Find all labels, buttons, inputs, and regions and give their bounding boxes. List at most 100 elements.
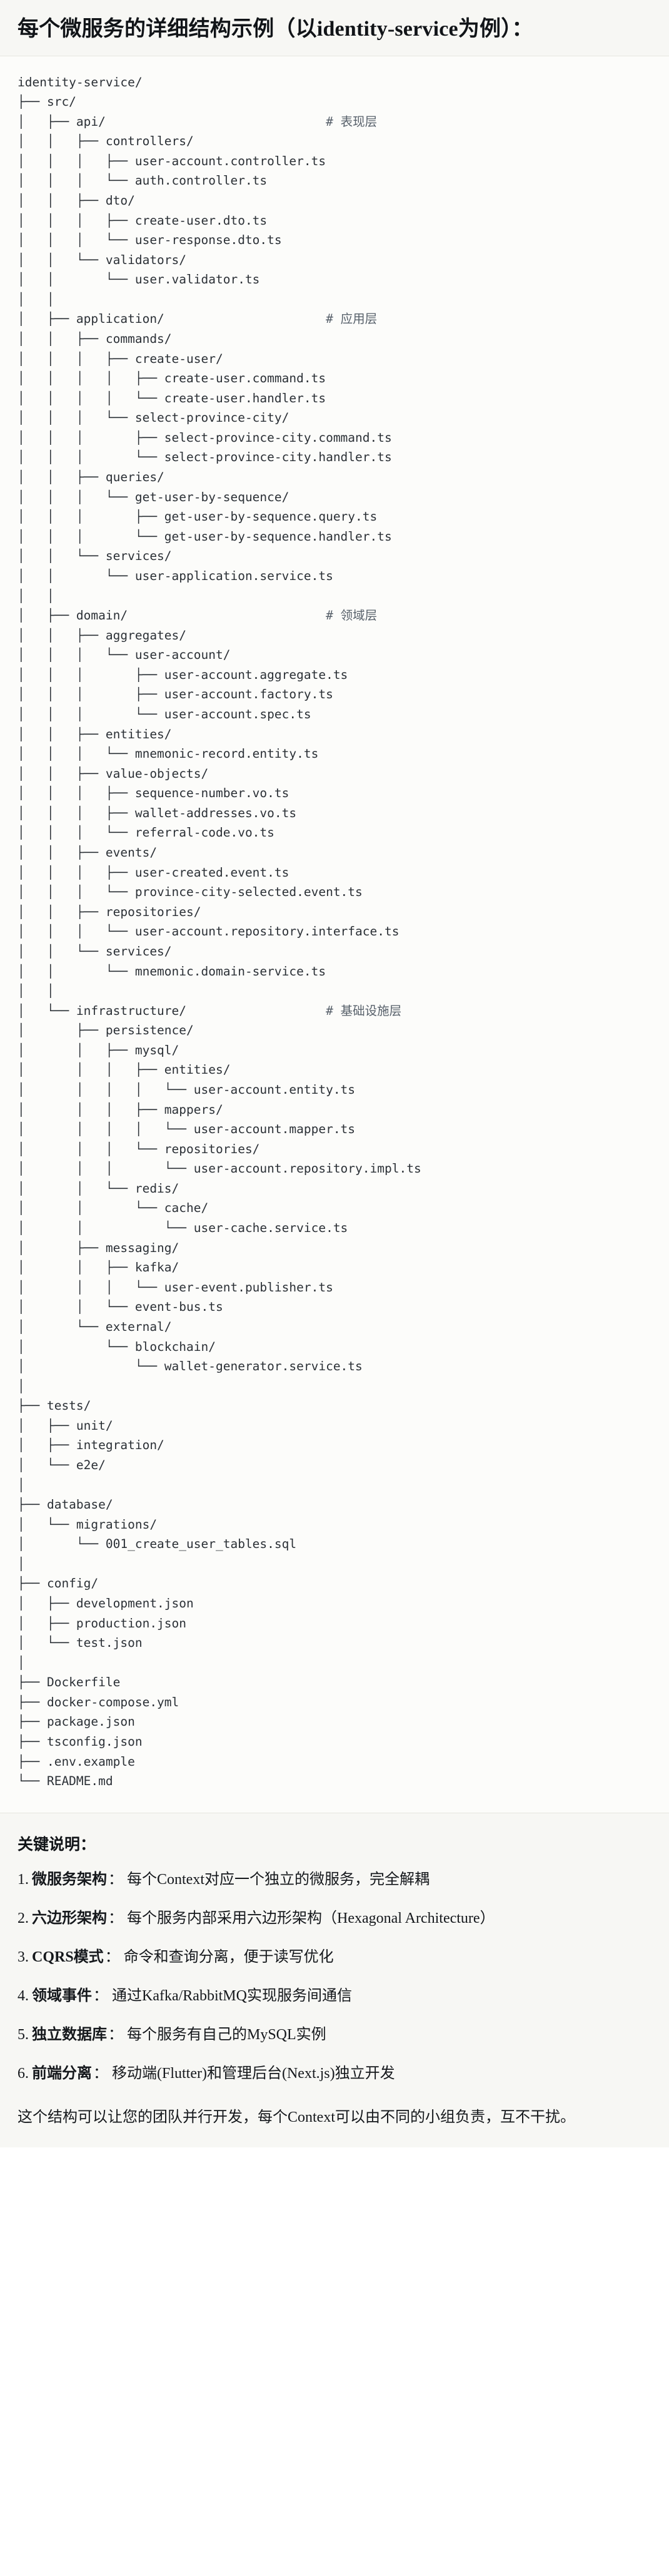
key-point-item: 5.独立数据库：每个服务有自己的MySQL实例 (18, 2024, 651, 2046)
tree-line: │ │ ├── kafka/ (18, 1260, 179, 1275)
tree-line: │ │ │ ├── user-account.controller.ts (18, 153, 326, 168)
key-point-number: 3. (18, 1948, 29, 1965)
key-point-number: 4. (18, 1987, 29, 2004)
tree-line: ├── config/ (18, 1576, 99, 1591)
tree-line: ├── package.json (18, 1714, 135, 1729)
key-point-separator: ： (108, 1910, 123, 1927)
tree-line: │ │ │ └── user-response.dto.ts (18, 233, 282, 248)
tree-line: │ │ │ ├── sequence-number.vo.ts (18, 786, 289, 801)
key-point-number: 1. (18, 1871, 29, 1888)
tree-line: │ │ ├── controllers/ (18, 134, 194, 149)
key-points-heading: 关键说明： (18, 1836, 96, 1853)
tree-line: │ │ └── user-application.service.ts (18, 568, 333, 583)
page-title: 每个微服务的详细结构示例（以identity-service为例）： (18, 18, 533, 41)
key-point-item: 4.领域事件：通过Kafka/RabbitMQ实现服务间通信 (18, 1985, 651, 2007)
tree-line: │ (18, 1477, 25, 1492)
tree-line: │ │ │ ├── wallet-addresses.vo.ts (18, 805, 297, 820)
title-section: 每个微服务的详细结构示例（以identity-service为例）： (0, 0, 669, 56)
tree-line-path: │ ├── api/ (18, 114, 326, 129)
key-point-term: 独立数据库 (32, 2026, 107, 2043)
directory-tree: identity-service/ ├── src/ │ ├── api/ # … (18, 73, 651, 1791)
tree-line: │ │ └── user-cache.service.ts (18, 1221, 348, 1236)
tree-line: │ (18, 1556, 25, 1571)
tree-line: ├── src/ (18, 94, 76, 109)
closing-paragraph: 这个结构可以让您的团队并行开发，每个Context可以由不同的小组负责，互不干扰… (18, 2109, 575, 2125)
tree-line: │ │ ├── aggregates/ (18, 628, 187, 643)
tree-line: │ │ │ ├── select-province-city.command.t… (18, 430, 392, 445)
tree-line: │ │ │ │ └── user-account.mapper.ts (18, 1122, 356, 1137)
key-point-description: 每个Context对应一个独立的微服务，完全解耦 (127, 1871, 430, 1888)
tree-line: │ (18, 1655, 25, 1670)
tree-line: │ │ │ ├── create-user/ (18, 351, 223, 366)
key-point-separator: ： (93, 1987, 108, 2004)
tree-line: │ └── external/ (18, 1319, 172, 1334)
key-point-item: 2.六边形架构：每个服务内部采用六边形架构（Hexagonal Architec… (18, 1907, 651, 1930)
tree-line: │ │ ├── repositories/ (18, 904, 201, 919)
tree-line: │ │ ├── value-objects/ (18, 766, 209, 781)
tree-line: │ │ └── redis/ (18, 1181, 179, 1196)
tree-line: │ │ (18, 292, 54, 307)
tree-line: └── README.md (18, 1774, 113, 1789)
key-point-separator: ： (93, 2065, 108, 2082)
tree-line: │ │ │ └── user-event.publisher.ts (18, 1280, 333, 1295)
tree-line-path: │ └── infrastructure/ (18, 1003, 326, 1018)
tree-line: │ │ ├── queries/ (18, 470, 164, 485)
tree-line: │ │ │ └── select-province-city/ (18, 410, 289, 425)
tree-line: │ │ │ │ └── create-user.handler.ts (18, 390, 326, 405)
tree-line: │ ├── domain/ # 领域层 (18, 608, 377, 623)
key-point-number: 6. (18, 2065, 29, 2082)
tree-line: │ │ └── services/ (18, 944, 172, 959)
tree-line: │ (18, 1378, 25, 1393)
key-point-separator: ： (108, 2026, 123, 2043)
key-point-description: 移动端(Flutter)和管理后台(Next.js)独立开发 (112, 2065, 395, 2082)
tree-line: │ │ └── mnemonic.domain-service.ts (18, 964, 326, 979)
key-point-number: 2. (18, 1910, 29, 1927)
tree-line: │ ├── development.json (18, 1596, 194, 1611)
tree-line: ├── tsconfig.json (18, 1734, 143, 1749)
tree-line: │ │ │ └── select-province-city.handler.t… (18, 450, 392, 465)
tree-line: │ └── blockchain/ (18, 1339, 216, 1354)
key-point-term: 微服务架构 (32, 1871, 107, 1888)
tree-line: │ │ │ │ ├── create-user.command.ts (18, 371, 326, 386)
document-page: 每个微服务的详细结构示例（以identity-service为例）： ident… (0, 0, 669, 2147)
key-point-description: 通过Kafka/RabbitMQ实现服务间通信 (112, 1987, 352, 2004)
tree-line-comment: # 基础设施层 (326, 1003, 402, 1018)
tree-line: │ │ └── event-bus.ts (18, 1300, 223, 1315)
key-point-term: 领域事件 (32, 1987, 92, 2004)
key-point-separator: ： (104, 1948, 120, 1965)
key-point-number: 5. (18, 2026, 29, 2043)
tree-line: │ │ │ └── user-account/ (18, 648, 231, 663)
tree-line: ├── tests/ (18, 1398, 91, 1413)
key-point-item: 1.微服务架构：每个Context对应一个独立的微服务，完全解耦 (18, 1868, 651, 1891)
tree-line: │ │ │ ├── user-account.factory.ts (18, 687, 333, 702)
tree-line: │ │ │ └── get-user-by-sequence/ (18, 489, 289, 504)
tree-line: │ │ │ └── user-account.repository.interf… (18, 924, 400, 939)
tree-line: │ │ │ ├── mappers/ (18, 1102, 223, 1117)
directory-tree-block: identity-service/ ├── src/ │ ├── api/ # … (0, 56, 669, 1813)
key-point-description: 每个服务有自己的MySQL实例 (127, 2026, 326, 2043)
tree-line: │ │ ├── mysql/ (18, 1042, 179, 1057)
tree-line: │ │ │ └── user-account.spec.ts (18, 707, 311, 721)
tree-line: │ │ │ │ └── user-account.entity.ts (18, 1082, 356, 1097)
key-point-item: 6.前端分离：移动端(Flutter)和管理后台(Next.js)独立开发 (18, 2062, 651, 2085)
tree-line: │ │ │ └── repositories/ (18, 1141, 260, 1156)
tree-line: │ │ ├── commands/ (18, 332, 172, 347)
key-point-term: CQRS模式 (32, 1948, 104, 1965)
key-point-separator: ： (108, 1871, 123, 1888)
tree-line-comment: # 表现层 (326, 114, 378, 129)
tree-line-comment: # 领域层 (326, 608, 378, 623)
tree-line: │ │ ├── entities/ (18, 726, 172, 741)
tree-line-path: │ ├── domain/ (18, 608, 326, 623)
tree-line-comment: # 应用层 (326, 312, 378, 327)
tree-line: │ │ └── validators/ (18, 252, 187, 267)
key-point-term: 前端分离 (32, 2065, 92, 2082)
tree-line: │ ├── persistence/ (18, 1023, 194, 1038)
tree-line: │ │ │ ├── get-user-by-sequence.query.ts (18, 509, 378, 524)
tree-line: │ │ │ └── mnemonic-record.entity.ts (18, 746, 319, 761)
tree-line: │ │ ├── dto/ (18, 193, 135, 208)
tree-line: │ │ │ └── auth.controller.ts (18, 173, 268, 188)
tree-line: ├── .env.example (18, 1754, 135, 1769)
tree-line-path: │ ├── application/ (18, 312, 326, 327)
